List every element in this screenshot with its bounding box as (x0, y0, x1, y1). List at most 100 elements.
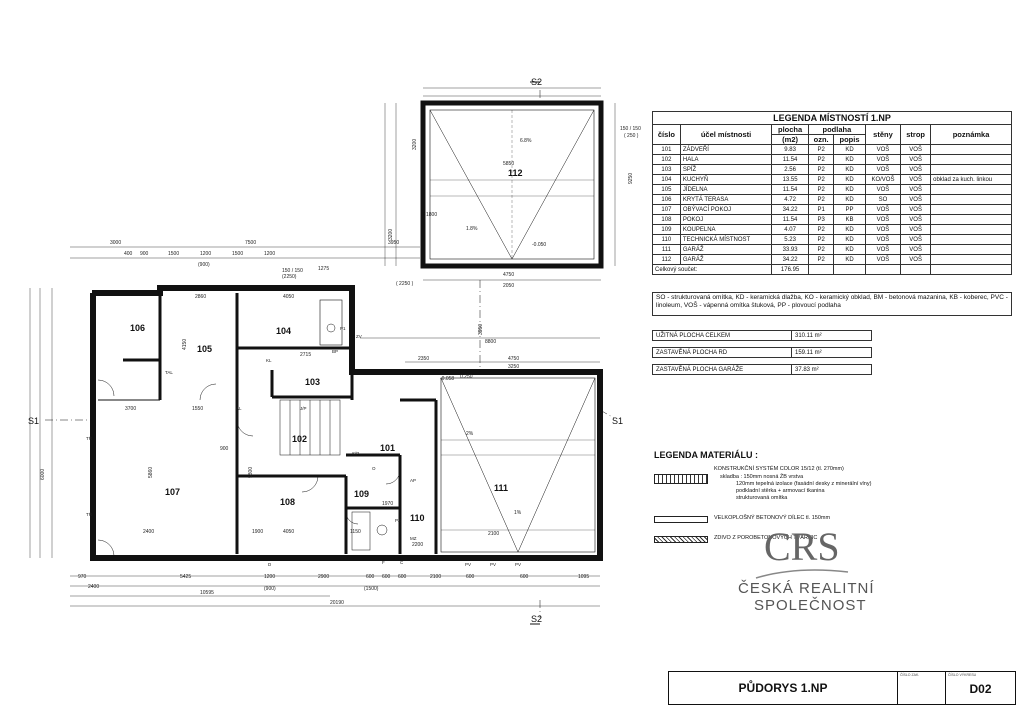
legend-cell: VOŠ (864, 244, 902, 255)
title-block-small-label-2: ČÍSLO VÝKRESU (948, 673, 977, 677)
logo-initials: CRS (764, 524, 840, 569)
legend-cell: obklad za kuch. linkou (930, 174, 1012, 185)
legend-cell: ZÁDVEŘÍ (679, 144, 773, 155)
legend-cell: POKOJ (679, 214, 773, 225)
legend-cell: 33.93 (771, 244, 809, 255)
material-1-line2: skladba : 150mm nosná ŽB vrstva (720, 474, 804, 480)
col-ucel: účel místnosti (679, 124, 773, 145)
col-poznamka: poznámka (930, 124, 1012, 145)
legend-cell: KO/VOŠ (864, 174, 902, 185)
svg-text:1095: 1095 (578, 574, 589, 580)
svg-text:1200: 1200 (264, 574, 275, 580)
legend-cell: P2 (807, 184, 835, 195)
legend-cell: 11.54 (771, 214, 809, 225)
area-label: ZASTAVĚNÁ PLOCHA GARÁŽE (656, 367, 744, 373)
svg-text:0.250: 0.250 (460, 374, 473, 380)
svg-text:1200: 1200 (200, 251, 211, 257)
svg-text:3200: 3200 (388, 229, 394, 240)
legend-cell: KD (833, 154, 866, 165)
legend-cell: VOŠ (900, 224, 932, 235)
svg-text:(2250): (2250) (282, 274, 297, 280)
svg-text:1550: 1550 (192, 406, 203, 412)
svg-text:2400: 2400 (88, 584, 99, 590)
svg-text:1%: 1% (514, 510, 522, 516)
svg-text:10595: 10595 (200, 590, 214, 596)
room-legend-table: LEGENDA MÍSTNOSTÍ 1.NP číslo účel místno… (651, 111, 1012, 275)
svg-text:5860: 5860 (148, 467, 154, 478)
legend-cell: P2 (807, 164, 835, 175)
svg-text:150 / 150: 150 / 150 (620, 126, 641, 132)
svg-text:2715: 2715 (300, 352, 311, 358)
svg-text:6.8%: 6.8% (520, 138, 532, 144)
fixture-tags: P1 BP ZV KL TAL TŘ TŘ PV PV PV D C F MZ … (86, 326, 521, 567)
room-111-label: 111 (494, 483, 508, 493)
legend-cell (930, 194, 1012, 205)
col-popis: popis (833, 134, 866, 145)
legend-cell: KD (833, 194, 866, 205)
svg-text:7500: 7500 (245, 240, 256, 246)
legend-cell: 34.22 (771, 254, 809, 265)
legend-cell: VOŠ (864, 214, 902, 225)
svg-text:150 / 150: 150 / 150 (282, 268, 303, 274)
svg-text:3700: 3700 (125, 406, 136, 412)
area-row: ZASTAVĚNÁ PLOCHA GARÁŽE 37.83 m² (652, 364, 872, 375)
legend-cell: SO (864, 194, 902, 205)
legend-cell: VOŠ (864, 184, 902, 195)
svg-text:2050: 2050 (503, 283, 514, 289)
legend-cell: VOŠ (900, 174, 932, 185)
legend-cell: KD (833, 254, 866, 265)
col-plocha: plocha (771, 124, 809, 135)
legend-cell: KD (833, 224, 866, 235)
legend-cell: KD (833, 144, 866, 155)
material-legend: LEGENDA MATERIÁLU : KONSTRUKČNÍ SYSTÉM C… (652, 448, 1012, 558)
svg-text:2860: 2860 (195, 294, 206, 300)
svg-text:600: 600 (382, 574, 391, 580)
legend-cell: P3 (807, 214, 835, 225)
svg-text:1970: 1970 (382, 501, 393, 507)
legend-cell: KUCHYŇ (679, 174, 773, 185)
svg-text:TŘ: TŘ (86, 510, 93, 517)
material-1-line5: strukturovaná omítka (736, 495, 788, 501)
legend-cell (930, 214, 1012, 225)
legend-cell: P2 (807, 174, 835, 185)
legend-cell: KD (833, 164, 866, 175)
legend-cell: 13.55 (771, 174, 809, 185)
svg-text:3200: 3200 (412, 139, 418, 150)
legend-cell: 108 (652, 214, 681, 225)
legend-cell: 101 (652, 144, 681, 155)
col-steny: stěny (864, 124, 902, 145)
legend-cell (930, 184, 1012, 195)
legend-cell: 106 (652, 194, 681, 205)
svg-text:PV: PV (465, 562, 471, 567)
legend-cell (930, 244, 1012, 255)
svg-text:2200: 2200 (412, 542, 423, 548)
svg-text:4050: 4050 (283, 529, 294, 535)
col-ozn: ozn. (807, 134, 835, 145)
legend-cell: 11.54 (771, 154, 809, 165)
legend-cell: VOŠ (900, 234, 932, 245)
legend-cell (930, 234, 1012, 245)
legend-cell: VOŠ (864, 234, 902, 245)
svg-text:1800: 1800 (426, 212, 437, 218)
col-strop: strop (900, 124, 932, 145)
material-1-line4: podkladní stěrka + armovací tkanina (736, 488, 825, 494)
legend-cell: VOŠ (900, 254, 932, 265)
legend-cell: KRYTÁ TERASA (679, 194, 773, 205)
legend-cell (930, 164, 1012, 175)
material-swatch-concrete (654, 516, 708, 523)
svg-text:PZ: PZ (395, 518, 401, 523)
section-s1-left: S1 (28, 416, 39, 426)
legend-cell: P2 (807, 144, 835, 155)
svg-text:2350: 2350 (418, 356, 429, 362)
legend-cell: VOŠ (864, 164, 902, 175)
material-3: ZDIVO Z POROBETONOVÝCH TVÁRNIC (714, 535, 818, 541)
legend-cell: 4.07 (771, 224, 809, 235)
svg-text:1.8%: 1.8% (466, 226, 478, 232)
